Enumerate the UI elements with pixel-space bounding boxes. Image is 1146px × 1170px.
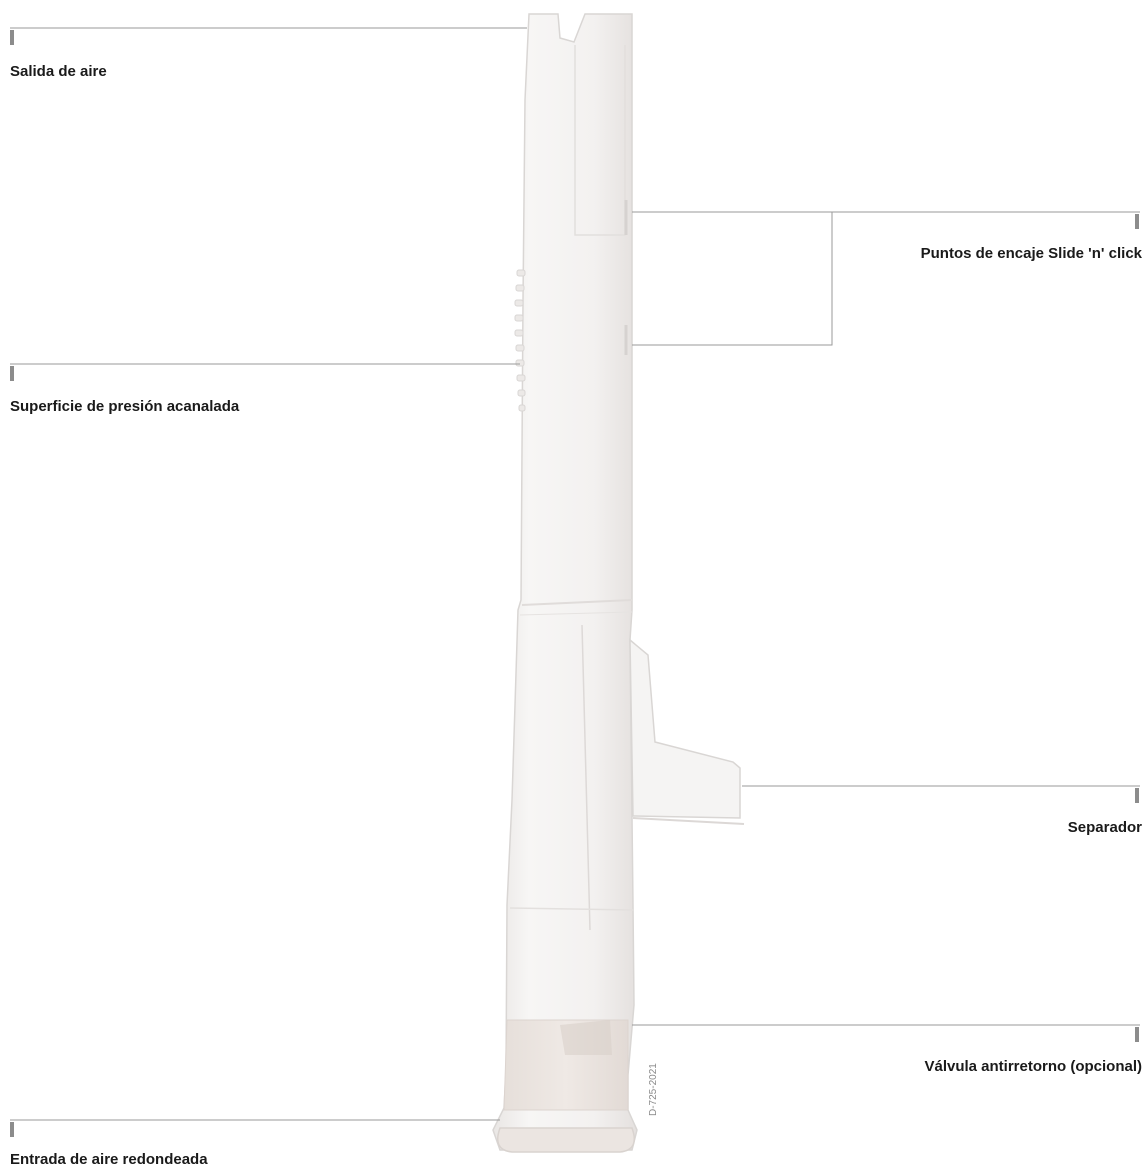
label-separator: Separador [1068,819,1142,837]
separator-flap [630,640,740,818]
label-air-inlet: Entrada de aire redondeada [10,1151,208,1169]
marker-air-outlet [10,30,14,45]
marker-grip-surface [10,366,14,381]
marker-separator [1135,788,1139,803]
label-air-outlet: Salida de aire [10,63,107,81]
device-main-tube [493,14,637,1150]
document-code: D-725-2021 [648,1063,659,1116]
label-check-valve: Válvula antirretorno (opcional) [924,1058,1142,1076]
marker-air-inlet [10,1122,14,1137]
label-grip-surface: Superficie de presión acanalada [10,398,239,416]
label-snap-points: Puntos de encaje Slide 'n' click [921,245,1142,263]
air-inlet-rim [498,1128,635,1152]
marker-check-valve [1135,1027,1139,1042]
marker-snap-points [1135,214,1139,229]
